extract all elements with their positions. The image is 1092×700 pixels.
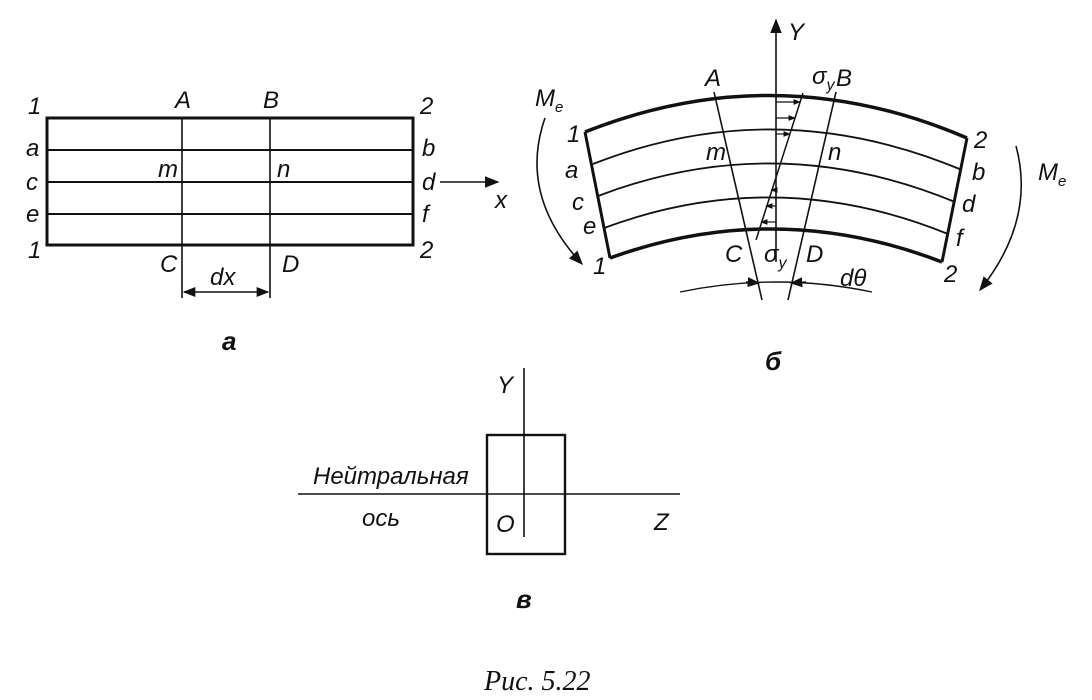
rotated-section-ac — [713, 91, 763, 301]
right-label-b: b — [972, 159, 985, 186]
left-label-1-bottom: 1 — [593, 253, 606, 280]
sigma-label-top: σy — [812, 63, 835, 94]
fiber-label-a: a — [26, 135, 39, 162]
rotated-section-bd — [787, 91, 837, 301]
point-label-m-b: m — [706, 139, 726, 166]
corner-label-bottom-right: 2 — [419, 237, 433, 264]
angle-arrow-left — [745, 277, 761, 288]
moment-label-right: Me — [1038, 159, 1066, 190]
moment-arrow-right — [979, 145, 1022, 292]
caption-a: а — [222, 326, 236, 356]
fiber-label-d: d — [422, 169, 436, 196]
point-label-C: C — [160, 251, 178, 278]
point-label-A: A — [173, 87, 191, 114]
y-axis-label-c: Y — [497, 372, 515, 399]
point-label-n-b: n — [828, 139, 841, 166]
stress-profile-line — [755, 92, 804, 241]
right-label-d: d — [962, 191, 976, 218]
x-axis-label: x — [494, 187, 508, 214]
right-label-f: f — [956, 225, 965, 252]
neutral-axis-label-line1: Нейтральная — [313, 463, 469, 490]
fiber-label-f: f — [422, 201, 431, 228]
point-label-D: D — [282, 251, 299, 278]
angle-label: dθ — [840, 265, 866, 292]
angle-arc — [679, 281, 873, 293]
figure-caption: Рис. 5.22 — [483, 666, 591, 697]
point-label-C-b: C — [725, 241, 743, 268]
point-label-n: n — [277, 156, 290, 183]
panel-c: Y Z O Нейтральная ось в — [298, 368, 680, 614]
left-label-a: a — [565, 157, 578, 184]
left-label-e: e — [583, 213, 596, 240]
caption-b: б — [765, 346, 782, 376]
beam-end-right — [940, 137, 969, 263]
corner-label-top-right: 2 — [419, 93, 433, 120]
right-label-2-top: 2 — [973, 127, 987, 154]
left-label-1-top: 1 — [567, 121, 580, 148]
point-label-D-b: D — [806, 241, 823, 268]
y-axis-label-b: Y — [788, 19, 806, 46]
caption-c: в — [516, 584, 532, 614]
point-label-B-b: B — [836, 65, 852, 92]
sigma-label-bottom: σy — [764, 241, 787, 272]
dx-label: dx — [210, 264, 236, 291]
moment-label-left: Me — [535, 85, 563, 116]
left-label-c: c — [572, 189, 584, 216]
corner-label-bottom-left: 1 — [28, 237, 41, 264]
point-label-m: m — [158, 156, 178, 183]
angle-arrow-right — [789, 277, 807, 288]
corner-label-top-left: 1 — [28, 93, 41, 120]
panel-a: 1 1 2 2 a c e b d f A B C D m n dx x а — [26, 87, 508, 356]
z-axis-label: Z — [653, 509, 670, 536]
beam-end-left — [583, 131, 612, 259]
right-label-2-bottom: 2 — [943, 261, 957, 288]
moment-arrow-left — [536, 117, 583, 266]
fiber-label-b: b — [422, 135, 435, 162]
neutral-axis-label-line2: ось — [362, 505, 400, 532]
point-label-B: B — [263, 87, 279, 114]
panel-b: Y A B C D m n 1 a c e 1 2 b d f 2 σy σy … — [535, 18, 1066, 376]
origin-label: O — [496, 511, 515, 538]
point-label-A-b: A — [703, 65, 721, 92]
fiber-label-c: c — [26, 169, 38, 196]
fiber-label-e: e — [26, 201, 39, 228]
stress-diagram — [755, 92, 804, 241]
